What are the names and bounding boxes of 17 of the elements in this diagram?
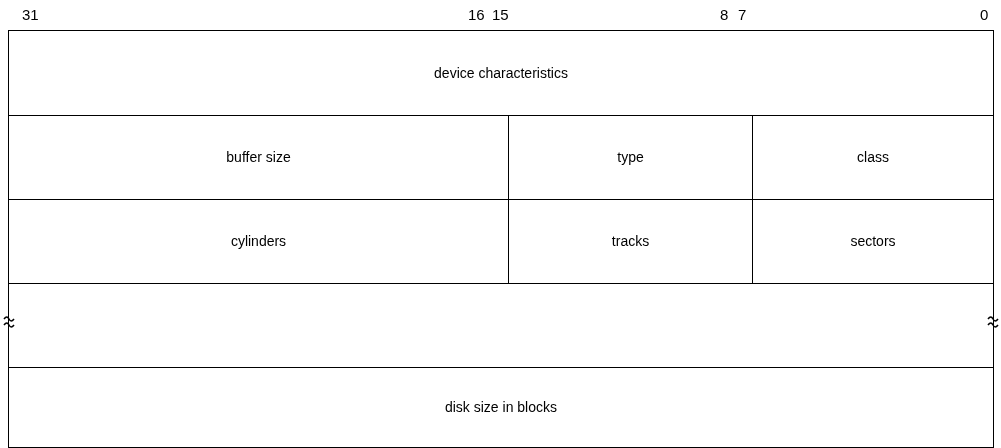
field-cell [8,30,994,116]
field-label: sectors [850,232,896,251]
field-label: type [617,148,644,167]
bit-number: 8 [720,6,729,24]
field-cell [8,367,994,448]
field-label: tracks [611,232,650,251]
field-label: cylinders [230,232,287,251]
bit-number: 7 [738,6,747,24]
field-label: buffer size [226,148,291,167]
field-label: disk size in blocks [444,398,557,417]
bit-number: 16 [468,6,485,24]
break-band [8,283,994,368]
bit-number: 0 [980,6,989,24]
bit-number: 31 [22,6,39,24]
bit-number: 15 [492,6,509,24]
field-label: class [857,148,889,167]
field-label: device characteristics [434,63,568,83]
